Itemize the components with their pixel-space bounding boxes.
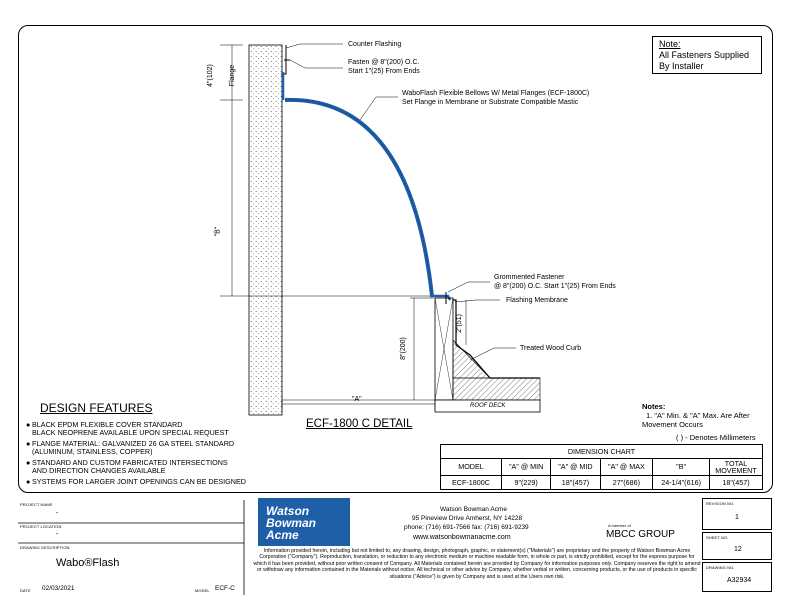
- chart-cell: 9"(229): [500, 475, 552, 490]
- feature-item-4: ●SYSTEMS FOR LARGER JOINT OPENINGS CAN B…: [26, 477, 246, 486]
- dim-curb-height: 8"(200): [399, 337, 407, 360]
- flexible-bellows: [284, 97, 434, 297]
- revision-no: 1: [735, 514, 739, 521]
- note-line-2: By Installer: [659, 61, 704, 71]
- mbcc-group-logo: MBCC GROUP: [606, 529, 675, 540]
- callout-grommented-1: Grommented Fastener: [494, 274, 565, 281]
- label-flange: Flange: [229, 64, 237, 87]
- company-website: www.watsonbowmanacme.com: [413, 534, 511, 541]
- dim-a: "A": [352, 396, 362, 403]
- feature-item-3: ●STANDARD AND CUSTOM FABRICATED INTERSEC…: [26, 458, 228, 476]
- label-date: DATE: [20, 588, 31, 593]
- sheet-box: SHEET NO. 12: [702, 532, 772, 560]
- callout-counter-flashing: Counter Flashing: [348, 41, 402, 48]
- chart-cell: 18"(457): [709, 475, 763, 490]
- feature-item-1: ●BLACK EPDM FLEXIBLE COVER STANDARD BLAC…: [26, 420, 229, 438]
- chart-cell: ECF-1800C: [440, 475, 502, 490]
- concrete-wall: [248, 44, 283, 416]
- design-features-title: DESIGN FEATURES: [40, 401, 153, 415]
- dimension-chart: DIMENSION CHART MODEL "A" @ MIN "A" @ MI…: [440, 444, 763, 490]
- dim-b: "B": [214, 226, 222, 237]
- callout-waboflash-1: WaboFlash Flexible Bellows W/ Metal Flan…: [402, 90, 590, 97]
- dim-two-inch: 2"(51): [455, 314, 463, 333]
- chart-header: "A" @ MIN: [500, 457, 552, 477]
- roof-insulation: [452, 377, 541, 401]
- chart-header: TOTAL MOVEMENT: [709, 457, 763, 477]
- drawing-no: A32934: [727, 577, 752, 584]
- chart-header: MODEL: [440, 457, 502, 477]
- date: 02/03/2021: [42, 585, 75, 592]
- label-drawing-description: DRAWING DESCRIPTION: [20, 545, 70, 550]
- bellows-texture: [284, 99, 433, 297]
- company-phone: phone: (716) 691-7566 fax: (716) 691-923…: [404, 524, 529, 531]
- drawing-description: Wabo®Flash: [56, 557, 120, 569]
- company-logo: Watson Bowman Acme: [258, 498, 350, 546]
- label-model: MODEL: [195, 588, 210, 593]
- dim-flange: 4"(102): [206, 64, 214, 87]
- label-project-location: PROJECT LOCATION: [20, 524, 62, 529]
- chart-header: "B": [652, 457, 710, 477]
- notes-line-2: Movement Occurs: [642, 420, 703, 429]
- notes-title: Notes:: [642, 402, 666, 411]
- model: ECF-C: [215, 585, 235, 592]
- note-title: Note:: [659, 39, 681, 49]
- feature-item-2: ●FLANGE MATERIAL: GALVANIZED 26 GA STEEL…: [26, 439, 235, 457]
- label-roof-deck: ROOF DECK: [470, 403, 506, 409]
- chart-cell: 27"(686): [599, 475, 654, 490]
- detail-title: ECF-1800 C DETAIL: [306, 418, 413, 430]
- callout-flashing-membrane: Flashing Membrane: [506, 297, 568, 304]
- chart-header: "A" @ MAX: [599, 457, 654, 477]
- note-box: Note: All Fasteners Supplied By Installe…: [652, 36, 762, 74]
- notes-line-1: 1. "A" Min. & "A" Max. Are After: [646, 411, 750, 420]
- callout-grommented-2: @ 8"(200) O.C. Start 1"(25) From Ends: [494, 283, 616, 290]
- disclaimer: Information provided herein, including b…: [253, 548, 701, 580]
- callout-fasten-2: Start 1"(25) From Ends: [348, 68, 420, 75]
- callout-waboflash-2: Set Flange in Membrane or Substrate Comp…: [402, 99, 579, 106]
- mm-note: ( ) - Denotes Millimeters: [676, 433, 756, 442]
- group-member-label: A member of: [608, 523, 631, 528]
- bottom-flange: [430, 294, 452, 301]
- company-name: Watson Bowman Acme: [440, 506, 507, 513]
- revision-box: REVISION NO. 1: [702, 498, 772, 530]
- label-project-name: PROJECT NAME: [20, 502, 53, 507]
- chart-header: "A" @ MID: [550, 457, 601, 477]
- project-location: -: [56, 531, 59, 538]
- callout-fasten-1: Fasten @ 8"(200) O.C.: [348, 59, 420, 66]
- sheet-border: [18, 25, 773, 493]
- chart-cell: 18"(457): [550, 475, 601, 490]
- chart-title: DIMENSION CHART: [440, 444, 763, 459]
- note-line-1: All Fasteners Supplied: [659, 50, 750, 60]
- callout-treated-wood-curb: Treated Wood Curb: [520, 345, 582, 352]
- drawing-no-box: DRAWING NO. A32934: [702, 562, 772, 592]
- company-address: 95 Pineview Drive Amherst, NY 14228: [412, 515, 523, 522]
- project-name: -: [56, 510, 59, 517]
- chart-cell: 24-1/4"(616): [652, 475, 710, 490]
- sheet-no: 12: [734, 546, 742, 553]
- table-row: ECF-1800C 9"(229) 18"(457) 27"(686) 24-1…: [440, 475, 763, 490]
